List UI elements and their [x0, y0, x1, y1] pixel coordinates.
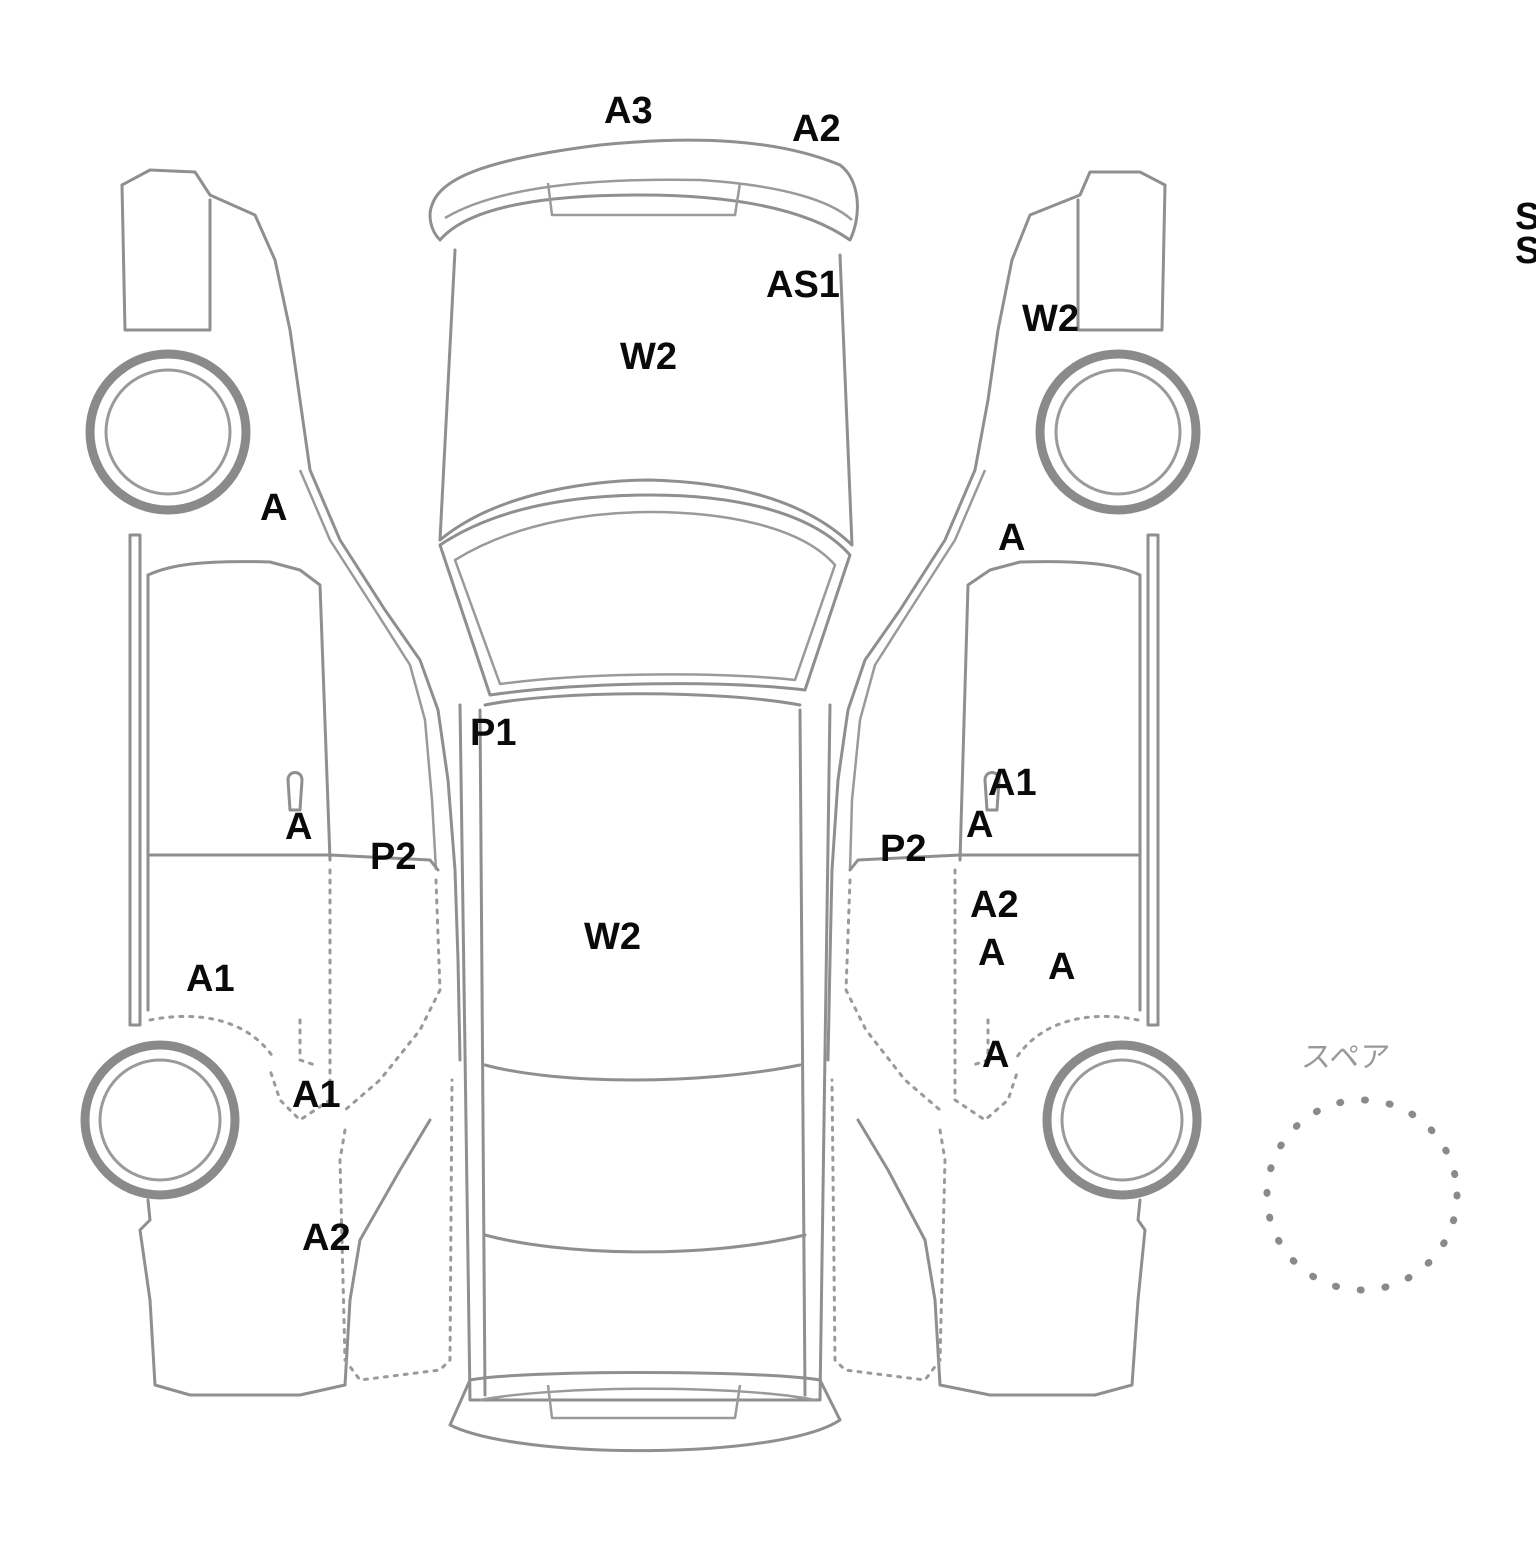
- mark-front-bumper-a3[interactable]: A3: [604, 90, 653, 132]
- mark-front-bumper-a2[interactable]: A2: [792, 108, 841, 150]
- mark-right-rear-door-a2[interactable]: A2: [970, 884, 1019, 926]
- mark-right-quarter-a[interactable]: A: [1048, 946, 1076, 988]
- top-view: [428, 138, 859, 1453]
- mark-right-rear-door-a[interactable]: A: [978, 932, 1006, 974]
- mark-left-rear-wheel-a1[interactable]: A1: [292, 1074, 341, 1116]
- left-side-view: [80, 168, 462, 1397]
- clipped-edge-text: S S: [1515, 196, 1536, 273]
- mark-left-rear-door-a1[interactable]: A1: [186, 958, 235, 1000]
- mark-right-door-a[interactable]: A: [966, 804, 994, 846]
- mark-right-door-a1[interactable]: A1: [988, 762, 1037, 804]
- mark-roof-w2[interactable]: W2: [584, 916, 641, 958]
- mark-left-quarter-a2[interactable]: A2: [302, 1217, 351, 1259]
- spare-tyre-outline: [1263, 1096, 1461, 1294]
- spare-tyre-label: スペア: [1299, 1040, 1392, 1075]
- mark-left-fender-a[interactable]: A: [260, 487, 288, 529]
- mark-hood-as1[interactable]: AS1: [766, 264, 840, 306]
- mark-left-door-a[interactable]: A: [285, 806, 313, 848]
- mark-right-fender-a[interactable]: A: [998, 517, 1026, 559]
- mark-right-rear-wheel-a[interactable]: A: [982, 1034, 1010, 1076]
- mark-left-sill-p2[interactable]: P2: [370, 836, 417, 878]
- mark-right-fender-w2[interactable]: W2: [1022, 298, 1079, 340]
- right-side-view: [826, 170, 1202, 1397]
- mark-hood-w2[interactable]: W2: [620, 336, 677, 378]
- mark-pillar-p1[interactable]: P1: [470, 712, 517, 754]
- mark-right-sill-p2[interactable]: P2: [880, 828, 927, 870]
